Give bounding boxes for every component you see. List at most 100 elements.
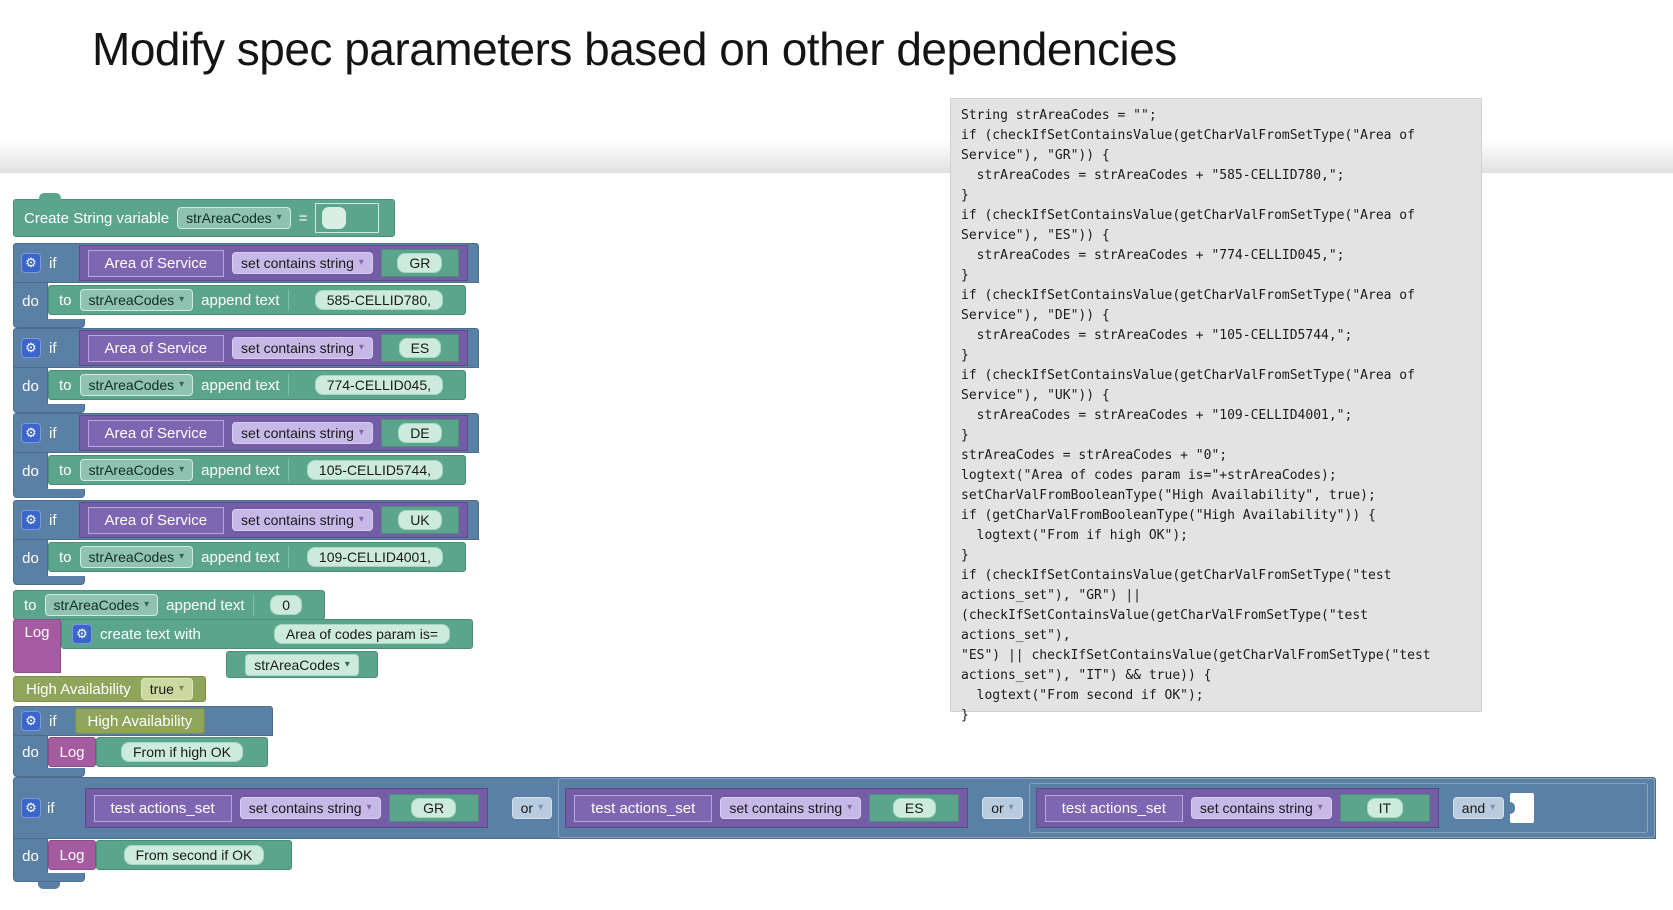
- variable-dropdown[interactable]: strAreaCodes ▾: [245, 653, 359, 676]
- variable-dropdown[interactable]: strAreaCodes ▾: [79, 374, 194, 396]
- condition-block[interactable]: Area of Service set contains string ▾ DE: [78, 415, 468, 451]
- value-field[interactable]: GR: [397, 253, 443, 273]
- do-keyword: do: [13, 736, 48, 768]
- variable-dropdown[interactable]: strAreaCodes ▾: [79, 546, 194, 568]
- create-text-item[interactable]: strAreaCodes ▾: [226, 651, 378, 678]
- value-field[interactable]: UK: [398, 510, 442, 530]
- gear-icon[interactable]: ⚙: [21, 510, 41, 530]
- text-value-field[interactable]: 105-CELLID5744,: [306, 460, 443, 480]
- gear-icon[interactable]: ⚙: [21, 338, 41, 358]
- if-keyword: if: [49, 712, 57, 730]
- create-variable-block[interactable]: Create String variable strAreaCodes ▾ =: [13, 193, 395, 237]
- log-block[interactable]: Log: [48, 840, 96, 870]
- gear-icon[interactable]: ⚙: [72, 624, 92, 644]
- if-block-area-de[interactable]: ⚙ if Area of Service set contains string…: [13, 413, 479, 498]
- variable-dropdown[interactable]: strAreaCodes ▾: [177, 207, 291, 229]
- chevron-down-icon: ▾: [358, 427, 364, 438]
- set-field[interactable]: Area of Service: [87, 506, 225, 534]
- value-field[interactable]: GR: [411, 798, 457, 818]
- append-text-block[interactable]: to strAreaCodes ▾ append text 109-CELLID…: [48, 542, 466, 572]
- if-test-actions-block[interactable]: ⚙ if test actions_set set contains strin…: [13, 777, 1656, 889]
- if-block-area-gr[interactable]: ⚙ if Area of Service set contains string…: [13, 243, 479, 328]
- logic-join-dropdown[interactable]: or ▾: [511, 797, 553, 819]
- chevron-down-icon: ▾: [179, 379, 185, 390]
- operator-dropdown[interactable]: set contains string ▾: [239, 797, 381, 819]
- create-variable-label: Create String variable: [24, 209, 170, 227]
- block-bottom-lip: [13, 873, 85, 882]
- chevron-down-icon: ▾: [179, 464, 185, 475]
- gear-icon[interactable]: ⚙: [21, 253, 41, 273]
- ha-condition-block[interactable]: High Availability: [74, 708, 206, 734]
- condition-block[interactable]: test actions_set set contains string ▾ I…: [1035, 788, 1439, 828]
- connector-puzzle-piece[interactable]: [1505, 793, 1535, 823]
- text-value-field[interactable]: 0: [270, 595, 302, 615]
- gear-icon[interactable]: ⚙: [21, 711, 41, 731]
- empty-string-field[interactable]: [322, 207, 347, 229]
- variable-dropdown[interactable]: strAreaCodes ▾: [44, 594, 159, 616]
- text-value-field[interactable]: Area of codes param is=: [273, 624, 450, 644]
- set-field[interactable]: Area of Service: [87, 419, 225, 447]
- append-zero-block[interactable]: to strAreaCodes ▾ append text 0: [13, 590, 325, 620]
- operator-dropdown[interactable]: set contains string ▾: [232, 252, 373, 274]
- value-slot[interactable]: [315, 203, 380, 233]
- log-block[interactable]: Log: [48, 737, 96, 767]
- chevron-down-icon: ▾: [847, 802, 853, 813]
- text-value-field[interactable]: 109-CELLID4001,: [306, 547, 443, 567]
- nested-logic-frame: test actions_set set contains string ▾ E…: [558, 778, 1655, 838]
- create-text-block[interactable]: ⚙ create text with Area of codes param i…: [61, 619, 473, 649]
- condition-block[interactable]: Area of Service set contains string ▾ GR: [78, 245, 468, 281]
- condition-block[interactable]: test actions_set set contains string ▾ G…: [84, 788, 488, 828]
- log-keyword: Log: [13, 619, 61, 673]
- text-value-field[interactable]: From second if OK: [123, 845, 265, 865]
- block-bottom-lip: [13, 576, 85, 585]
- logic-join-dropdown[interactable]: and ▾: [1452, 797, 1505, 819]
- boolean-dropdown[interactable]: true ▾: [140, 678, 193, 700]
- value-field[interactable]: ES: [398, 338, 442, 358]
- set-field[interactable]: test actions_set: [93, 794, 232, 822]
- if-keyword: if: [49, 254, 57, 272]
- operator-dropdown[interactable]: set contains string ▾: [232, 337, 373, 359]
- slot-divider: [287, 374, 289, 396]
- if-block-area-uk[interactable]: ⚙ if Area of Service set contains string…: [13, 500, 479, 585]
- set-field[interactable]: test actions_set: [1044, 794, 1183, 822]
- log-text-block[interactable]: From second if OK: [96, 840, 292, 870]
- gear-icon[interactable]: ⚙: [21, 423, 41, 443]
- set-high-availability-block[interactable]: High Availability true ▾: [13, 676, 206, 702]
- logic-join-dropdown[interactable]: or ▾: [982, 797, 1023, 819]
- text-value-field[interactable]: 774-CELLID045,: [314, 375, 443, 395]
- slot-divider: [252, 594, 254, 616]
- gear-icon[interactable]: ⚙: [21, 798, 41, 818]
- if-high-availability-block[interactable]: ⚙ if High Availability do Log From if hi…: [13, 706, 273, 777]
- set-field[interactable]: test actions_set: [574, 794, 713, 822]
- to-keyword: to: [59, 461, 72, 479]
- append-text-block[interactable]: to strAreaCodes ▾ append text 585-CELLID…: [48, 285, 466, 315]
- set-field[interactable]: Area of Service: [87, 334, 225, 362]
- condition-block[interactable]: Area of Service set contains string ▾ ES: [78, 330, 468, 366]
- variable-dropdown[interactable]: strAreaCodes ▾: [79, 289, 194, 311]
- value-field[interactable]: ES: [892, 798, 936, 818]
- set-field[interactable]: Area of Service: [87, 249, 225, 277]
- operator-dropdown[interactable]: set contains string ▾: [720, 797, 862, 819]
- text-value-field[interactable]: 585-CELLID780,: [314, 290, 443, 310]
- condition-block[interactable]: Area of Service set contains string ▾ UK: [78, 502, 468, 538]
- set-ha-label: High Availability: [26, 680, 131, 698]
- append-text-block[interactable]: to strAreaCodes ▾ append text 105-CELLID…: [48, 455, 466, 485]
- text-value-field[interactable]: From if high OK: [120, 742, 244, 762]
- condition-block[interactable]: test actions_set set contains string ▾ E…: [565, 788, 969, 828]
- value-field[interactable]: DE: [398, 423, 442, 443]
- if-keyword: if: [47, 799, 55, 817]
- chevron-down-icon: ▾: [538, 802, 544, 813]
- operator-dropdown[interactable]: set contains string ▾: [1190, 797, 1332, 819]
- value-slot: IT: [1339, 794, 1430, 822]
- log-create-text-block[interactable]: Log ⚙ create text with Area of codes par…: [13, 619, 473, 678]
- variable-dropdown[interactable]: strAreaCodes ▾: [79, 459, 194, 481]
- log-text-block[interactable]: From if high OK: [96, 737, 268, 767]
- value-field[interactable]: IT: [1366, 798, 1404, 818]
- append-text-label: append text: [201, 291, 280, 309]
- value-slot: DE: [380, 419, 459, 447]
- append-text-block[interactable]: to strAreaCodes ▾ append text 774-CELLID…: [48, 370, 466, 400]
- do-keyword: do: [13, 540, 48, 576]
- if-block-area-es[interactable]: ⚙ if Area of Service set contains string…: [13, 328, 479, 413]
- operator-dropdown[interactable]: set contains string ▾: [232, 422, 373, 444]
- operator-dropdown[interactable]: set contains string ▾: [232, 509, 373, 531]
